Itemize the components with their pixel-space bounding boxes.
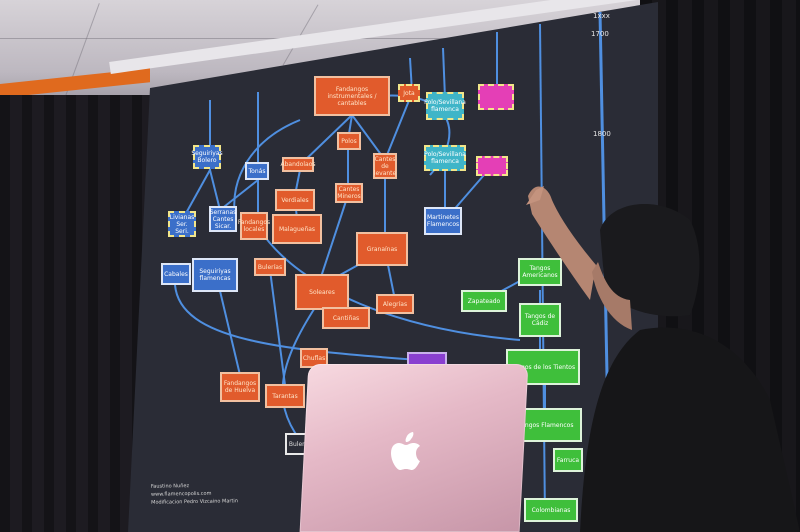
node-jota: Jota bbox=[398, 84, 420, 102]
node-cabales: Cabales bbox=[161, 263, 191, 285]
node-cantes-centro: Cantes de levante bbox=[373, 153, 397, 179]
node-tonas: Tonás bbox=[245, 162, 269, 180]
node-abandolaos: Abandolaos bbox=[281, 157, 316, 172]
node-martinetes: Martinetes Flamencos bbox=[424, 207, 462, 235]
node-malaguenas: Malagueñas bbox=[272, 214, 322, 244]
node-soleares: Soleares bbox=[295, 274, 349, 310]
node-magenta-mid bbox=[476, 156, 508, 176]
presenter-torso bbox=[580, 327, 800, 532]
node-bulerias-upper: Bulerías bbox=[254, 258, 286, 276]
node-seguiriyas-group: Seguiriyas Bolero bbox=[191, 145, 223, 169]
ceiling-seam bbox=[0, 38, 800, 39]
presenter-face bbox=[592, 262, 632, 330]
node-tarantas: Tarantas bbox=[265, 384, 305, 408]
node-fandangos-locales: Fandangos locales bbox=[238, 212, 270, 240]
timeline-top-label: 1xxx bbox=[593, 12, 610, 20]
node-tangos-americanos: Tangos Americanos bbox=[518, 258, 562, 286]
node-tangos-cadiz: Tangos de Cádiz bbox=[519, 303, 561, 337]
node-magenta-top bbox=[478, 84, 514, 110]
apple-logo-icon bbox=[391, 432, 420, 470]
node-fandangos-huelva: Fandangos de Huelva bbox=[220, 372, 260, 402]
node-colombianas: Colombianas bbox=[524, 498, 578, 522]
node-fandangos-top: Fandangos instrumentales / cantables bbox=[314, 76, 390, 116]
node-chuflas: Chuflas bbox=[300, 348, 328, 368]
timeline-1800-label: 1800 bbox=[593, 130, 611, 138]
node-verdiales: Verdiales bbox=[275, 189, 315, 211]
timeline-1700-label: 1700 bbox=[591, 30, 609, 38]
node-polo-sevillana: Polo/Sevillana flamenca bbox=[424, 92, 466, 120]
node-cantes-mineros: Cantes Mineros bbox=[335, 183, 363, 203]
presenter-head bbox=[600, 203, 700, 317]
node-alegrias: Alegrías bbox=[376, 294, 414, 314]
node-serranas: Serranas Cantes Sicar. bbox=[209, 206, 237, 232]
node-cantinas: Cantiñas bbox=[322, 307, 370, 329]
presenter-arm bbox=[528, 186, 596, 300]
node-granainas: Granaínas bbox=[356, 232, 408, 266]
node-polos: Polos bbox=[337, 132, 361, 150]
presenter-hand bbox=[526, 186, 544, 205]
node-seguiriyas: Seguiriyas flamencas bbox=[192, 258, 238, 292]
node-cyan-mid: Polo/Sevillana flamenca bbox=[424, 145, 466, 171]
node-livianas: Livianas Ser. Seri. bbox=[168, 211, 196, 237]
node-zapateado: Zapateado bbox=[461, 290, 507, 312]
node-farruca: Farruca bbox=[553, 448, 583, 472]
